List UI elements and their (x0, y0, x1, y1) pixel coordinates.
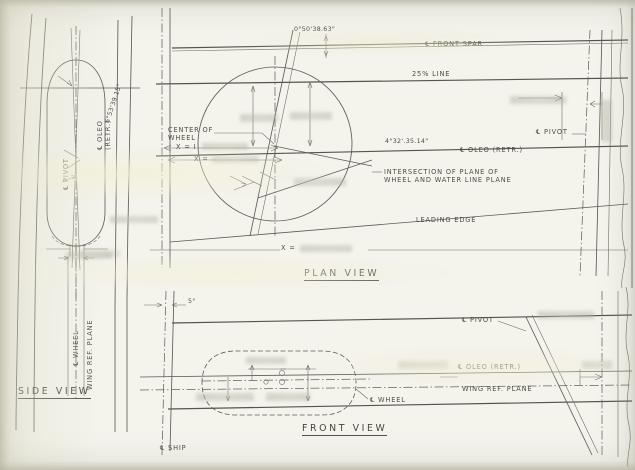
plan-view-title: PLAN VIEW (304, 268, 380, 281)
plan-intersection-line1: INTERSECTION OF PLANE OF (384, 168, 499, 176)
plan-redacted-dim-8 (602, 100, 612, 142)
plan-intersection-label: INTERSECTION OF PLANE OF WHEEL AND WATER… (384, 168, 512, 185)
front-redacted-dim-1 (246, 357, 286, 364)
front-view-title: FRONT VIEW (302, 423, 388, 436)
front-redacted-dim-5 (538, 311, 594, 319)
plan-angle-oleo: 4°32'.35.14" (385, 138, 429, 145)
plan-redacted-dim-4 (212, 156, 258, 163)
plan-front-spar-label: ℄ FRONT SPAR (425, 40, 483, 48)
plan-view: 0°50'38.63" ℄ FRONT SPAR 25% LINE CENTER… (150, 0, 635, 290)
side-pivot-label: ℄ PIVOT (62, 158, 70, 190)
front-oleo-retr-label: ℄ OLEO (RETR.) (458, 363, 521, 371)
front-pivot-label: ℄ PIVOT (462, 316, 494, 324)
side-wing-ref-plane-label: WING REF. PLANE (86, 319, 94, 390)
front-angle-label: 5° (188, 298, 196, 305)
plan-leading-edge-label: LEADING EDGE (416, 216, 477, 224)
front-redacted-dim-4 (398, 361, 448, 369)
side-oleo-line1: ℄ OLEO (96, 120, 104, 150)
plan-pivot-label: ℄ PIVOT (536, 128, 568, 136)
plan-25-percent-line-label: 25% LINE (412, 70, 451, 78)
plan-x-dim-3-label: X = (281, 244, 296, 252)
front-redacted-dim-3 (266, 393, 310, 401)
plan-center-of-wheel-label: CENTER OF WHEEL (168, 126, 213, 143)
front-view: 5° ℄ PIVOT ℄ OLEO (RETR.) WING REF. PLAN… (139, 285, 635, 470)
plan-redacted-dim-3 (202, 143, 248, 150)
front-wheel-label: ℄ WHEEL (370, 396, 406, 404)
plan-center-of-wheel-line2: WHEEL (168, 134, 196, 143)
plan-x-dim-1-label: X = I (176, 143, 197, 151)
front-redacted-dim-6 (582, 361, 612, 369)
plan-intersection-line2: WHEEL AND WATER LINE PLANE (384, 176, 512, 185)
plan-redacted-dim-7 (510, 96, 566, 104)
side-view-title: SIDE VIEW (18, 386, 91, 399)
plan-center-of-wheel-line1: CENTER OF (168, 126, 214, 134)
plan-oleo-retr-label: ℄ OLEO (RETR.) (460, 146, 523, 154)
front-ship-label: ℄ SHIP (160, 444, 187, 452)
plan-redacted-dim-6 (300, 245, 352, 252)
plan-angle-front-spar: 0°50'38.63" (294, 26, 336, 33)
side-wheel-label: ℄ WHEEL (72, 330, 80, 366)
side-view: ℄ OLEO (RETR.) ℄ PIVOT 6°53'39.15" WING … (0, 0, 160, 440)
plan-redacted-dim-5 (294, 178, 346, 186)
side-redacted-dim-3 (66, 252, 112, 259)
plan-redacted-dim-1 (240, 114, 278, 122)
front-wing-ref-plane-label: WING REF. PLANE (462, 385, 533, 393)
plan-x-dim-2-label: X = (194, 155, 209, 163)
plan-redacted-dim-2 (290, 112, 332, 120)
front-redacted-dim-2 (196, 393, 254, 401)
